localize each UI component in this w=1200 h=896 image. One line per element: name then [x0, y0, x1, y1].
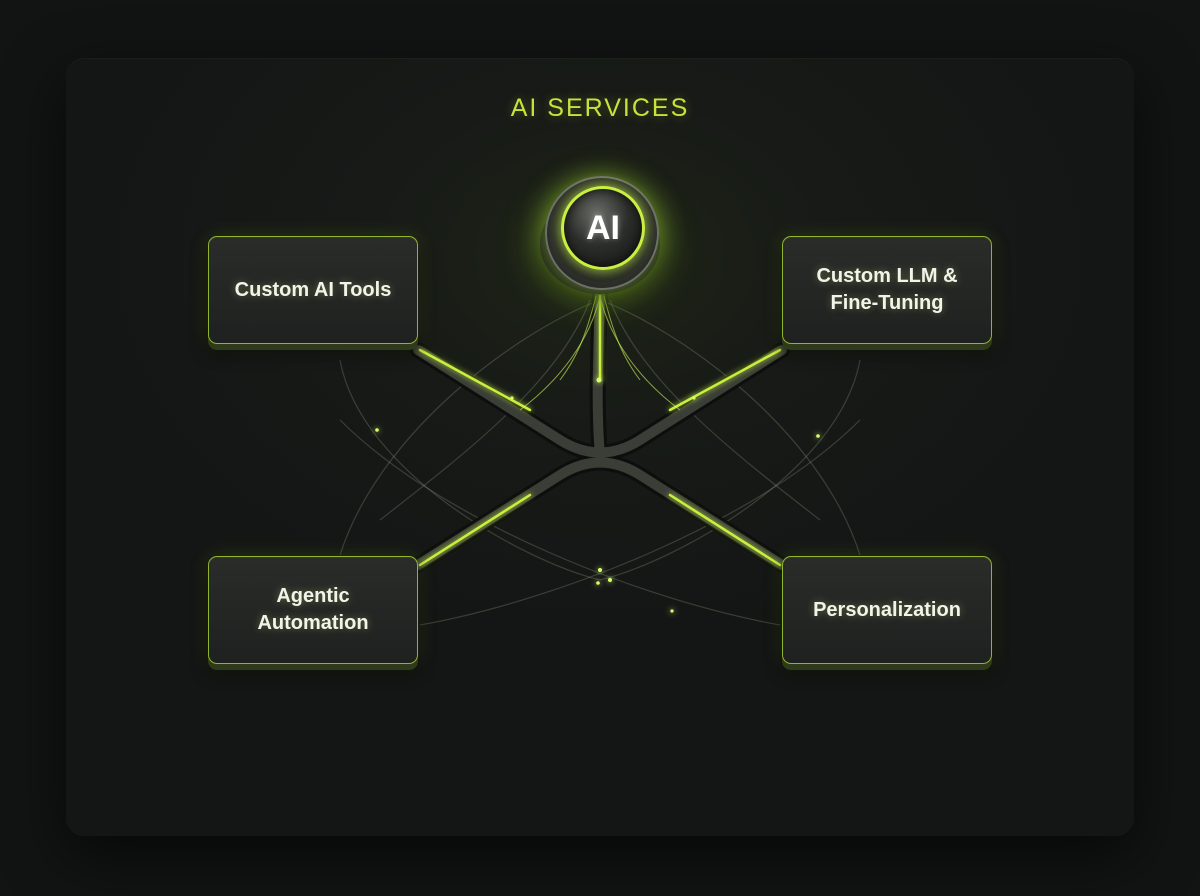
- orbit-arc: [599, 359, 861, 581]
- hub-core: AI: [561, 186, 645, 270]
- sparkle-dot: [692, 396, 696, 400]
- orbit-arcs: [339, 299, 861, 626]
- sparkle-dot: [596, 581, 600, 585]
- sparkle-dot: [375, 428, 379, 432]
- track: [413, 457, 787, 570]
- glow-segments: [418, 294, 782, 567]
- node-custom-llm-fine-tuning: Custom LLM & Fine-Tuning: [782, 236, 992, 344]
- hub-core-wrap: AI: [545, 176, 655, 286]
- sparkle-dots: [375, 377, 820, 613]
- sparkle-dot: [510, 396, 514, 400]
- track: [410, 454, 790, 573]
- orbit-arc: [339, 359, 601, 581]
- diagram-title: AI SERVICES: [510, 94, 690, 122]
- glow-segment: [668, 348, 782, 412]
- glow-segment: [418, 493, 532, 567]
- orbit-arc: [339, 299, 601, 556]
- orbit-arc: [419, 419, 861, 626]
- sparkle-dot: [598, 568, 602, 572]
- glow-segment: [668, 493, 782, 567]
- sparkle-dot: [608, 578, 612, 582]
- sparkle-dot: [596, 377, 602, 383]
- node-label: Custom AI Tools: [234, 278, 392, 301]
- stream-line: [599, 295, 681, 411]
- node-label: Custom LLM & Fine-Tuning: [816, 265, 958, 314]
- sparkle-dot: [670, 609, 674, 613]
- stream-line: [559, 295, 597, 381]
- node-personalization: Personalization: [782, 556, 992, 664]
- stream-line: [519, 295, 601, 411]
- node-agentic-automation: Agentic Automation: [208, 556, 418, 664]
- node-label: Agentic Automation: [257, 585, 369, 634]
- hub-label: AI: [586, 208, 620, 247]
- node-custom-ai-tools: Custom AI Tools: [208, 236, 418, 344]
- hub-stream: [519, 295, 681, 411]
- orbit-arc: [599, 299, 861, 556]
- node-label: Personalization: [813, 598, 961, 621]
- ai-hub: AI: [540, 176, 660, 294]
- orbit-arc: [339, 419, 781, 626]
- stream-line: [603, 295, 641, 381]
- glow-segment: [418, 348, 532, 412]
- sparkle-dot: [816, 434, 820, 438]
